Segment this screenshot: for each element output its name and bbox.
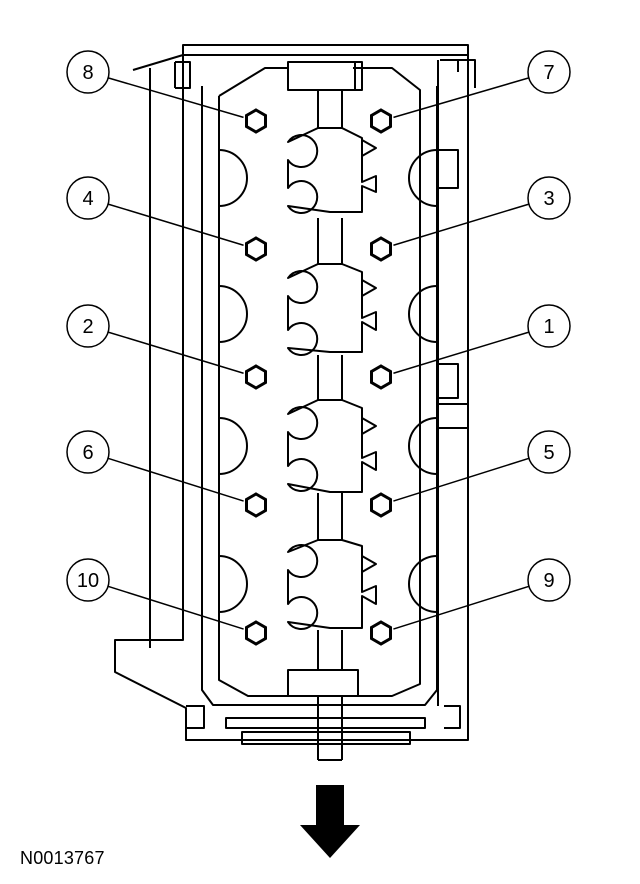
- callout-circle: [66, 50, 110, 94]
- callout-leader-lines: [107, 77, 530, 630]
- callout: 10: [66, 558, 110, 602]
- hexagon-bolt-icon: [370, 236, 392, 262]
- callout: 6: [66, 430, 110, 474]
- callout-number: 2: [82, 316, 93, 338]
- callout-number: 1: [543, 316, 554, 338]
- callout-circles: 8 7 4 3 2 1 6 5 10 9: [66, 50, 571, 602]
- callout-circle: [66, 430, 110, 474]
- callout-circle: [527, 50, 571, 94]
- callout: 3: [527, 176, 571, 220]
- callout-circle: [527, 430, 571, 474]
- leader-line: [393, 77, 530, 119]
- figure-reference-code: N0013767: [20, 848, 105, 868]
- hexagon-bolt-icon: [370, 364, 392, 390]
- cylinder-head-outline: [114, 44, 476, 761]
- leader-line: [107, 331, 244, 374]
- callout: 9: [527, 558, 571, 602]
- callout-number: 3: [543, 188, 554, 210]
- callout-number: 10: [77, 570, 99, 592]
- head-bolts: [245, 108, 392, 646]
- callout-circle: [66, 558, 110, 602]
- callout-circle: [527, 304, 571, 348]
- callout-number: 7: [543, 62, 554, 84]
- callout-number: 4: [82, 188, 93, 210]
- callout-circle: [66, 304, 110, 348]
- callout-number: 5: [543, 442, 554, 464]
- callout-number: 8: [82, 62, 93, 84]
- leader-line: [393, 585, 530, 630]
- callout: 4: [66, 176, 110, 220]
- leader-line: [107, 203, 244, 246]
- leader-line: [107, 585, 244, 630]
- leader-line: [393, 457, 530, 502]
- hexagon-bolt-icon: [245, 108, 267, 134]
- callout-number: 6: [82, 442, 93, 464]
- callout-circle: [527, 176, 571, 220]
- hexagon-bolt-icon: [370, 492, 392, 518]
- down-arrow-icon: [300, 785, 360, 858]
- callout: 1: [527, 304, 571, 348]
- hexagon-bolt-icon: [245, 236, 267, 262]
- hexagon-bolt-icon: [245, 364, 267, 390]
- hexagon-bolt-icon: [245, 492, 267, 518]
- hexagon-bolt-icon: [370, 108, 392, 134]
- hexagon-bolt-icon: [370, 620, 392, 646]
- leader-line: [107, 457, 244, 502]
- callout-circle: [527, 558, 571, 602]
- callout-number: 9: [543, 570, 554, 592]
- hexagon-bolt-icon: [245, 620, 267, 646]
- leader-line: [393, 331, 530, 374]
- callout: 7: [527, 50, 571, 94]
- callout: 8: [66, 50, 110, 94]
- leader-line: [107, 77, 244, 119]
- leader-line: [393, 203, 530, 246]
- callout: 5: [527, 430, 571, 474]
- callout: 2: [66, 304, 110, 348]
- callout-circle: [66, 176, 110, 220]
